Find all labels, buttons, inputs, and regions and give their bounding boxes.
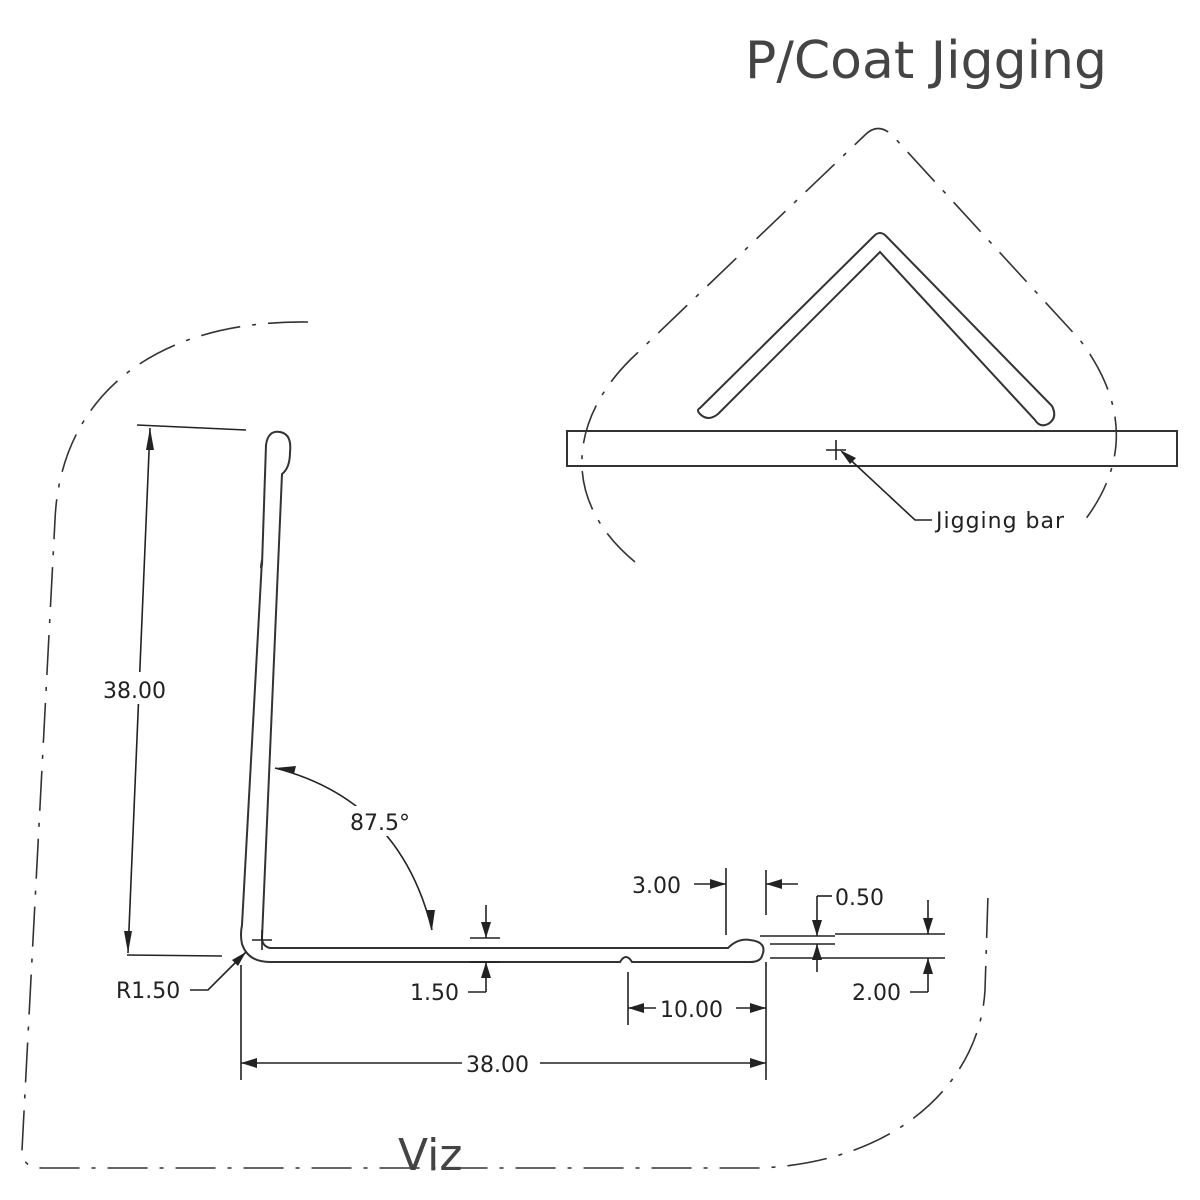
jigging-bar bbox=[566, 430, 1178, 467]
angle-profile bbox=[240, 430, 765, 963]
groove-distance-dim-label: 10.00 bbox=[660, 998, 723, 1023]
lip-offset-dim-label: 0.50 bbox=[835, 886, 884, 911]
radius-dim-label: R1.50 bbox=[116, 979, 180, 1004]
lip-width-dim-label: 3.00 bbox=[632, 874, 681, 899]
jigging-bar-label: Jigging bar bbox=[934, 509, 1065, 534]
width-dim-label: 38.00 bbox=[466, 1053, 529, 1078]
jig-envelope bbox=[581, 127, 1118, 563]
angle-part-on-jig bbox=[697, 232, 1056, 427]
lip-height-dim-label: 2.00 bbox=[852, 981, 901, 1006]
angle-dim-label: 87.5° bbox=[350, 811, 410, 836]
height-dim-label: 38.00 bbox=[103, 679, 166, 704]
jig-leader-line bbox=[841, 451, 932, 521]
section-envelope bbox=[21, 321, 989, 1169]
section-view: 38.00 87.5° R1.50 1.50 3.00 bbox=[21, 321, 989, 1181]
view-label: Viz bbox=[398, 1130, 462, 1181]
drawing-title: P/Coat Jigging bbox=[745, 31, 1107, 91]
thickness-dim-label: 1.50 bbox=[410, 981, 459, 1006]
angle-arc bbox=[274, 767, 433, 931]
jigging-view: Jigging bar bbox=[566, 127, 1178, 563]
